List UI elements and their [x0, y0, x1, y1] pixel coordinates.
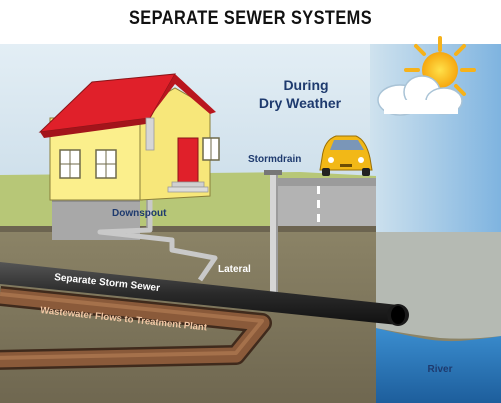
- wastewater-pipe: [0, 286, 272, 370]
- cloud-icon: [377, 75, 463, 116]
- condition-label-line1: During: [283, 77, 328, 93]
- title-bar: SEPARATE SEWER SYSTEMS: [0, 0, 501, 44]
- downspout-label: Downspout: [112, 208, 167, 219]
- river: [376, 328, 501, 403]
- car-icon: [319, 135, 373, 176]
- stormdrain-pipe: [270, 172, 277, 297]
- stormdrain-label: Stormdrain: [248, 154, 301, 165]
- lateral-pipe: [97, 150, 218, 282]
- page-title: SEPARATE SEWER SYSTEMS: [128, 8, 373, 29]
- river-label: River: [427, 364, 452, 375]
- storm-sewer-pipe: [0, 262, 409, 326]
- curb: [278, 178, 376, 186]
- stormdrain-grate: [264, 170, 282, 175]
- condition-label-line2: Dry Weather: [259, 95, 342, 111]
- lateral-label: Lateral: [218, 264, 251, 275]
- house-icon: [38, 73, 220, 201]
